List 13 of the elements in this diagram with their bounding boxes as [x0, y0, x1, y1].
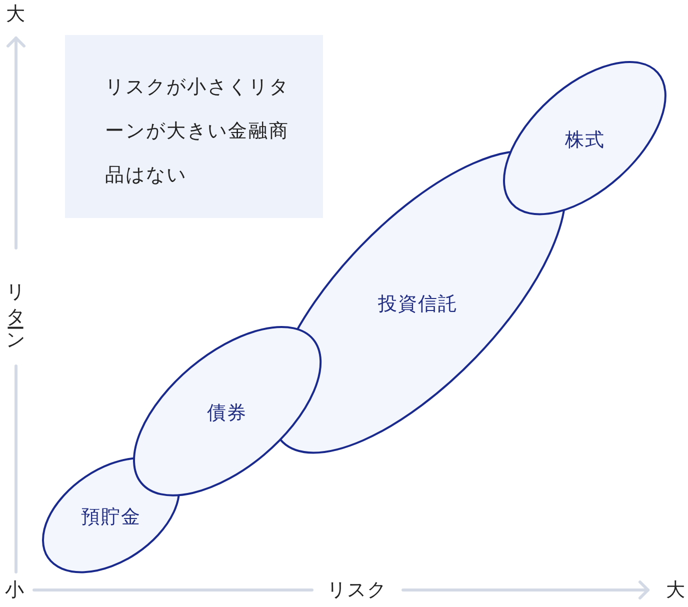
axis-end-label: 大	[666, 578, 686, 603]
category-label: 株式	[564, 128, 605, 153]
category-label: 預貯金	[80, 504, 141, 530]
axis-end-label: 大	[6, 2, 26, 27]
category-ellipse	[502, 60, 668, 216]
category-ellipse	[40, 456, 182, 574]
category-label: 投資信託	[378, 292, 458, 317]
axis-title: リターン	[4, 270, 28, 344]
note-text: リスクが小さくリターンが大きい金融商品はない	[105, 75, 290, 188]
axis-end-label: 小	[5, 578, 25, 603]
category-label: 債券	[206, 400, 247, 426]
axis-title: リスク	[327, 578, 387, 603]
category-ellipse	[132, 324, 322, 498]
